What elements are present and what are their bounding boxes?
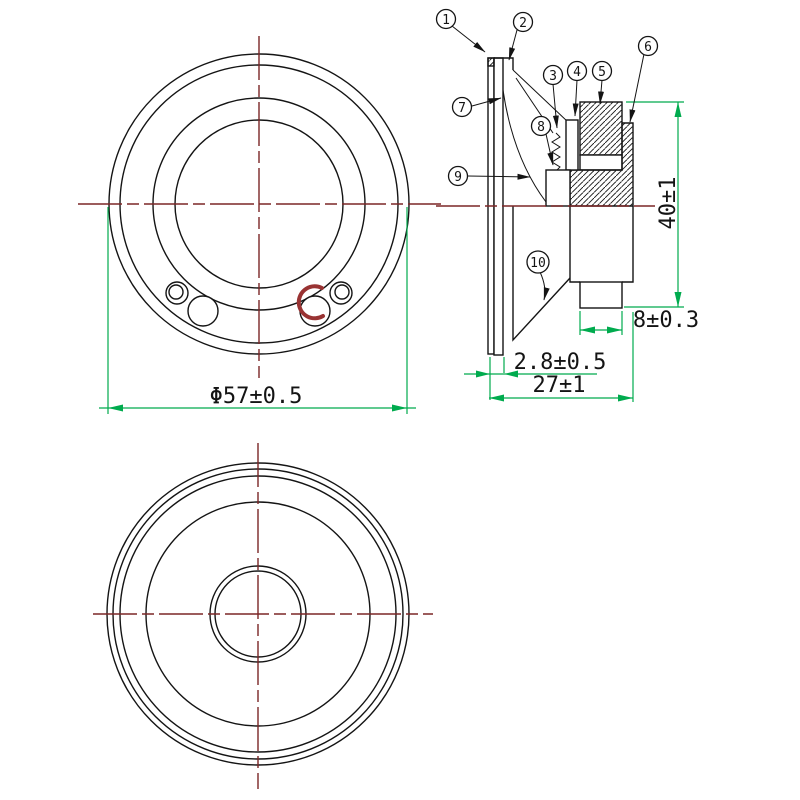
callout-2: 2 (512, 11, 534, 33)
callout-10-number: 10 (530, 256, 546, 271)
leader-5 (598, 79, 605, 105)
callout-6-number: 6 (644, 40, 652, 55)
callout-leaders (451, 25, 645, 301)
callout-5-number: 5 (598, 65, 606, 80)
callout-9-number: 9 (454, 170, 462, 185)
callout-9: 9 (447, 165, 469, 187)
basket-lower-silhouette (512, 206, 571, 342)
frame-foot (545, 169, 571, 207)
leader-10 (539, 271, 550, 301)
total-depth-label: 27±1 (533, 373, 586, 398)
leader-1 (451, 25, 486, 53)
callout-1-number: 1 (442, 13, 450, 28)
basket-curve (502, 89, 547, 203)
callout-4-number: 4 (573, 65, 581, 80)
callout-10: 10 (526, 250, 550, 274)
leader-4 (572, 79, 579, 117)
terminal-left-hole (168, 284, 184, 300)
leader-6 (629, 53, 645, 123)
terminal-right-pad (299, 295, 331, 327)
voice-coil-former (565, 119, 579, 171)
magnet-gap (579, 154, 623, 171)
leader-2 (508, 29, 518, 61)
yoke-lower-right (622, 206, 634, 283)
rear-assembly-height-label: 40±1 (656, 177, 681, 230)
terminal-left (165, 281, 219, 327)
terminal-right (296, 281, 353, 327)
magnet-boss (579, 281, 623, 309)
magnet-boss-width-label: 8±0.3 (633, 308, 699, 333)
dim-total-depth: 27±1 (489, 312, 634, 402)
terminal-right-red-clip (296, 284, 325, 321)
dim-rear-assembly-height: 40±1 (624, 101, 684, 308)
callout-2-number: 2 (519, 16, 527, 31)
callout-5: 5 (591, 60, 613, 82)
flange-thickness-label: 2.8±0.5 (514, 350, 607, 375)
front-view: Φ57±0.5 (78, 36, 441, 414)
callout-3: 3 (542, 64, 564, 86)
callout-8-number: 8 (537, 120, 545, 135)
callout-7: 7 (451, 96, 473, 118)
leader-7 (471, 97, 502, 107)
dim-flange-thickness: 2.8±0.5 (464, 350, 606, 400)
callout-8: 8 (530, 115, 552, 137)
callout-7-number: 7 (458, 101, 466, 116)
terminal-left-pad (187, 295, 219, 327)
magnet-washer-section (579, 101, 623, 156)
gasket-section-hatch (487, 57, 495, 67)
callout-1: 1 (435, 8, 457, 30)
callout-4: 4 (566, 60, 588, 82)
yoke-lower-left (569, 206, 580, 283)
cone-line (512, 69, 569, 123)
leader-8 (545, 133, 554, 166)
front-diameter-label: Φ57±0.5 (210, 384, 303, 409)
terminal-right-hole (334, 284, 350, 300)
rear-view (93, 443, 433, 789)
callout-6: 6 (637, 35, 659, 57)
section-view: 2.8±0.5 27±1 8±0.3 40±1 (435, 8, 699, 402)
dim-front-diameter: Φ57±0.5 (99, 207, 416, 414)
spider-zigzag (551, 132, 561, 172)
leader-3 (552, 83, 559, 129)
leader-9 (467, 173, 531, 180)
dim-magnet-boss-width: 8±0.3 (579, 308, 699, 335)
callout-3-number: 3 (549, 69, 557, 84)
